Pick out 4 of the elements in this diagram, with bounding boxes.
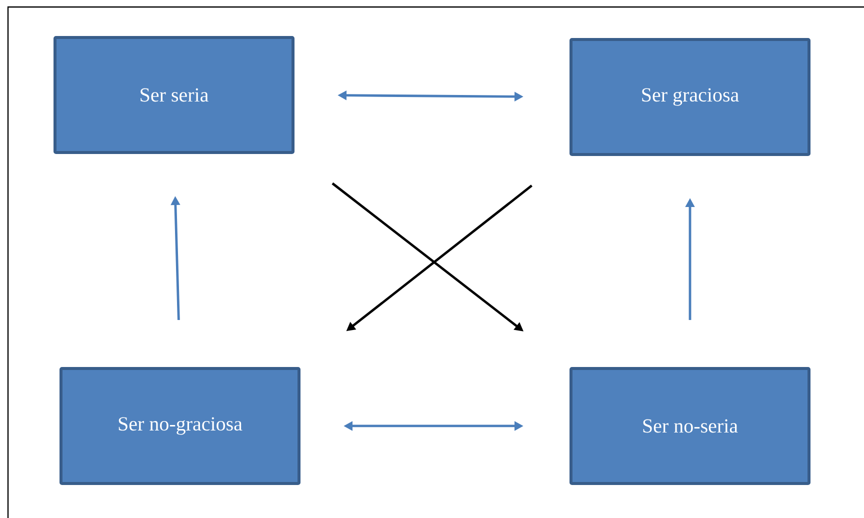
concept-box: Ser no-seria	[570, 366, 810, 485]
concept-box: Ser seria	[54, 36, 294, 154]
concept-box: Ser graciosa	[570, 38, 810, 156]
concept-box: Ser no-graciosa	[60, 366, 300, 485]
